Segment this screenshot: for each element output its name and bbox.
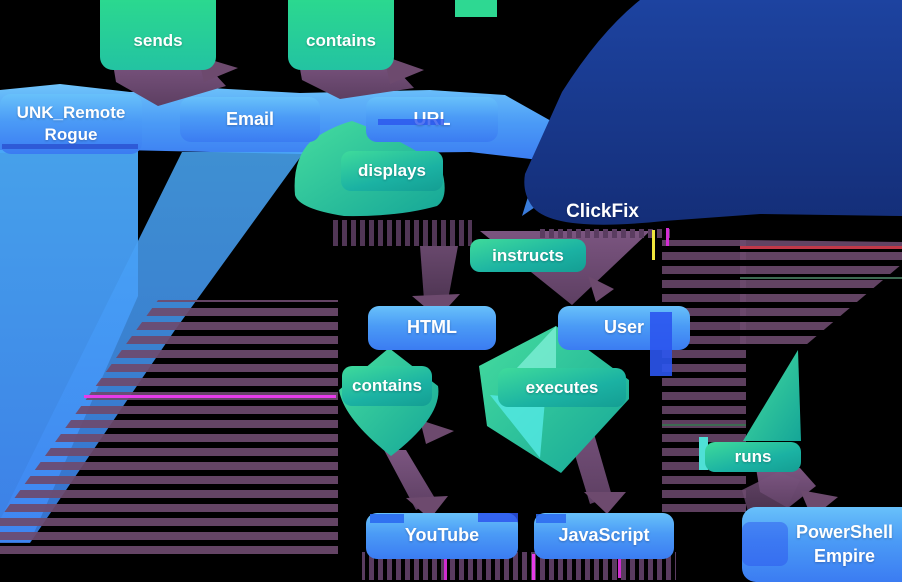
node-label: HTML <box>407 317 457 338</box>
edge-label-contains-mid: contains <box>342 366 432 406</box>
executes-facet-cyan <box>490 395 545 458</box>
yellow-glitch-line <box>652 230 655 260</box>
executes-javascript-arrowhead <box>584 492 626 514</box>
node-email: Email <box>180 97 320 142</box>
node-label: URL <box>413 108 451 129</box>
contains-arrowhead <box>384 56 424 84</box>
magenta-glitch-line <box>618 554 621 578</box>
runs-triangle-blob <box>743 350 801 441</box>
powershell-top-smear <box>742 472 800 512</box>
magenta-glitch-line <box>532 554 535 580</box>
runs-cyan-chip <box>699 437 708 470</box>
instructs-user-arrowhead <box>588 276 614 302</box>
displays-stripe-band <box>330 220 472 246</box>
node-javascript: JavaScript <box>534 513 674 559</box>
right-diagonal-stripes <box>740 240 902 350</box>
clickfix-node-blob <box>524 0 902 225</box>
edge-label-sends: sends <box>100 0 216 70</box>
node-label: YouTube <box>404 525 480 546</box>
node-clickfix: ClickFix <box>545 196 660 228</box>
node-user: User <box>558 306 690 350</box>
node-label: UNK_Remote Rogue <box>16 102 126 144</box>
edge-label-executes: executes <box>498 368 626 407</box>
edge-label-text: contains <box>352 376 422 395</box>
edge-label-contains-top: contains <box>288 0 394 70</box>
clickfix-navy-shape <box>524 0 902 225</box>
contains-side-arrowhead <box>420 420 454 444</box>
clickfix-tick-row <box>540 229 670 238</box>
node-html: HTML <box>368 306 496 350</box>
magenta-glitch-line <box>444 554 447 580</box>
sends-edge-blob <box>112 58 226 106</box>
contains-youtube-edge <box>384 450 436 510</box>
edge-label-instructs: instructs <box>470 239 586 272</box>
node-label: User <box>603 317 645 338</box>
magenta-glitch-line <box>666 228 669 246</box>
edge-label-text: runs <box>734 447 772 466</box>
edge-label-text: instructs <box>492 245 564 265</box>
contains-youtube-arrowhead <box>406 496 448 519</box>
edge-label-text: displays <box>357 161 427 180</box>
left-column-smear <box>0 150 138 542</box>
node-unk-remote-rogue: UNK_Remote Rogue <box>0 94 142 154</box>
node-url: URL <box>366 97 498 142</box>
displays-html-edge <box>420 246 458 300</box>
edge-label-text: executes <box>525 377 599 397</box>
red-glitch-line <box>740 246 902 249</box>
node-label: PowerShell Empire <box>795 522 894 566</box>
green-glitch-line <box>662 424 746 426</box>
edge-label-displays: displays <box>341 151 443 191</box>
node-label: ClickFix <box>566 200 639 222</box>
node-youtube: YouTube <box>366 513 518 559</box>
edge-label-runs: runs <box>705 442 801 472</box>
node-powershell-empire: PowerShell Empire <box>742 507 902 582</box>
node-label: JavaScript <box>558 525 650 546</box>
edge-label-text: sends <box>133 31 183 50</box>
left-stripe-field <box>0 300 338 560</box>
green-glitch-line <box>740 277 902 279</box>
magenta-glitch-line <box>84 395 336 398</box>
edge-label-text: contains <box>306 31 376 50</box>
green-top-chunk <box>455 0 497 17</box>
node-label: Email <box>225 108 275 129</box>
